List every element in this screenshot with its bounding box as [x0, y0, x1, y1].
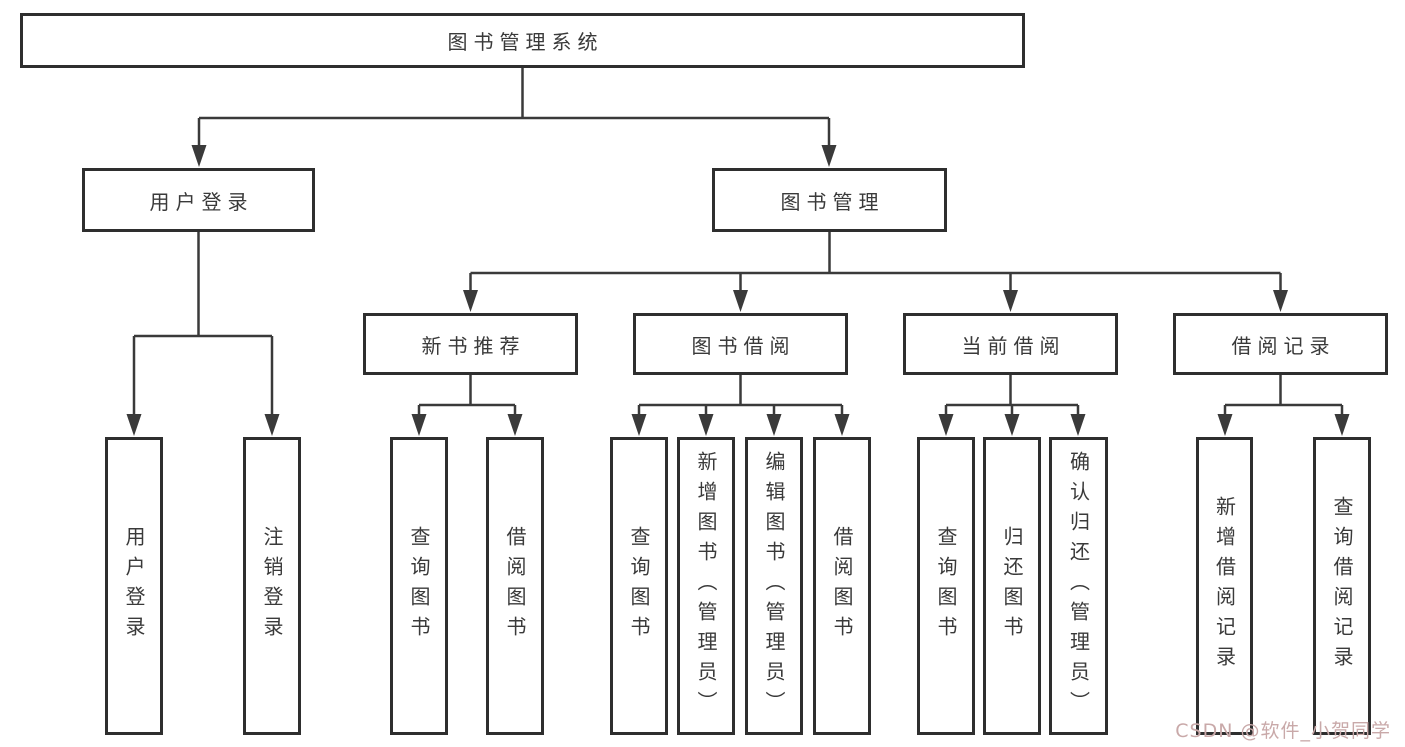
- leaf-add-book-admin: 新增图书（管理员）: [677, 437, 735, 735]
- node-book-borrow-label: 图书借阅: [691, 333, 796, 358]
- leaf-add-borrow-record: 新增借阅记录: [1196, 437, 1253, 735]
- leaf-query-books-borrow-label: 查询图书: [627, 526, 651, 646]
- node-book-management-branch: 图书管理: [712, 168, 947, 232]
- leaf-add-borrow-record-label: 新增借阅记录: [1212, 496, 1237, 676]
- leaf-return-book: 归还图书: [983, 437, 1041, 735]
- leaf-confirm-return-admin: 确认归还（管理员）: [1049, 437, 1108, 735]
- leaf-borrow-books-borrow: 借阅图书: [813, 437, 871, 735]
- leaf-edit-book-admin: 编辑图书（管理员）: [745, 437, 803, 735]
- leaf-logout: 注销登录: [243, 437, 301, 735]
- node-book-management-branch-label: 图书管理: [780, 189, 885, 214]
- node-root-label: 图书管理系统: [447, 30, 604, 54]
- leaf-borrow-books-newbook-label: 借阅图书: [503, 526, 527, 646]
- leaf-borrow-books-borrow-label: 借阅图书: [830, 526, 854, 646]
- node-borrow-records: 借阅记录: [1173, 313, 1388, 375]
- node-book-borrow: 图书借阅: [633, 313, 848, 375]
- watermark: CSDN @软件_小贺同学: [1175, 720, 1391, 742]
- node-current-borrow-label: 当前借阅: [961, 333, 1066, 358]
- node-user-login-branch: 用户登录: [82, 168, 315, 232]
- connector-lines: [132, 68, 1344, 420]
- leaf-query-borrow-record: 查询借阅记录: [1313, 437, 1371, 735]
- node-borrow-records-label: 借阅记录: [1231, 333, 1336, 358]
- leaf-user-login-label: 用户登录: [122, 526, 146, 646]
- leaf-user-login: 用户登录: [105, 437, 163, 735]
- node-new-book-recommend-label: 新书推荐: [421, 333, 526, 358]
- arrowheads: [126, 145, 1350, 436]
- leaf-borrow-books-newbook: 借阅图书: [486, 437, 544, 735]
- leaf-add-book-admin-label: 新增图书（管理员）: [694, 451, 718, 721]
- leaf-confirm-return-admin-label: 确认归还（管理员）: [1066, 451, 1091, 721]
- leaf-query-borrow-record-label: 查询借阅记录: [1330, 496, 1354, 676]
- node-user-login-branch-label: 用户登录: [149, 189, 254, 214]
- leaf-query-books-current-label: 查询图书: [934, 526, 958, 646]
- leaf-edit-book-admin-label: 编辑图书（管理员）: [762, 451, 786, 721]
- leaf-query-books-newbook: 查询图书: [390, 437, 448, 735]
- leaf-query-books-newbook-label: 查询图书: [407, 526, 431, 646]
- leaf-return-book-label: 归还图书: [1000, 526, 1024, 646]
- node-new-book-recommend: 新书推荐: [363, 313, 578, 375]
- leaf-query-books-current: 查询图书: [917, 437, 975, 735]
- node-current-borrow: 当前借阅: [903, 313, 1118, 375]
- leaf-logout-label: 注销登录: [260, 526, 284, 646]
- node-root: 图书管理系统: [20, 13, 1025, 68]
- leaf-query-books-borrow: 查询图书: [610, 437, 668, 735]
